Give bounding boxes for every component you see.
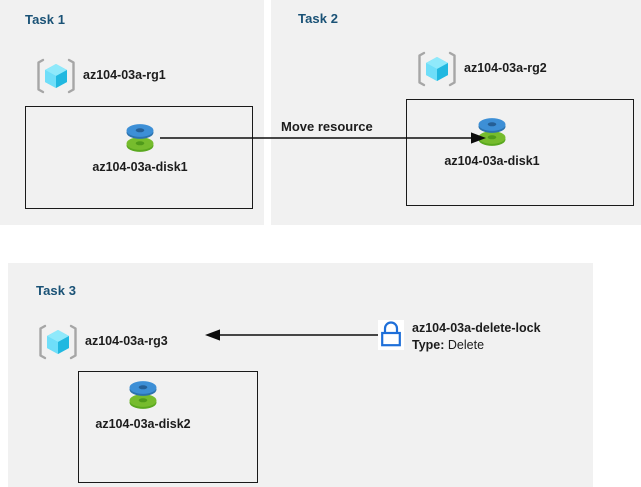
panel-title-task-2: Task 2 (298, 11, 339, 26)
lock-type-key: Type: (412, 337, 445, 352)
disk-label-disk1-task1: az104-03a-disk1 (92, 160, 188, 174)
lock-type-value: Delete (447, 337, 485, 352)
panel-task-1 (0, 0, 264, 225)
arrow-label-move-resource: Move resource (281, 119, 373, 134)
disk-node-disk1-task1: az104-03a-disk1 (80, 116, 200, 174)
resource-box-task-2 (406, 99, 634, 206)
resource-group-cube-icon (36, 57, 76, 95)
panel-task-2: Task 2 az104-03a-rg2 (271, 0, 641, 225)
disk-label-disk1-task2: az104-03a-disk1 (444, 154, 540, 168)
resource-group-node-rg2: az104-03a-rg2 (417, 50, 547, 88)
resource-box-task-1 (25, 106, 253, 209)
arrow-move-resource (160, 132, 486, 144)
disk-node-disk1-task2: az104-03a-disk1 (432, 110, 552, 168)
resource-group-label-rg1: az104-03a-rg1 (83, 68, 166, 83)
resource-box-task-3 (78, 371, 258, 483)
lock-icon (378, 320, 404, 350)
managed-disk-icon (80, 116, 200, 158)
lock-node: az104-03a-delete-lock Type: Delete (378, 320, 541, 354)
panel-task-3: Task 3 az104-03a-rg3 (8, 263, 593, 487)
managed-disk-icon (83, 373, 203, 415)
resource-group-cube-icon (38, 323, 78, 361)
lock-text-block: az104-03a-delete-lock Type: Delete (412, 320, 541, 354)
panel-title-task-3: Task 3 (36, 283, 77, 298)
disk-label-disk2-task3: az104-03a-disk2 (95, 417, 191, 431)
resource-group-node-rg3: az104-03a-rg3 (38, 323, 168, 361)
resource-group-node-rg1: az104-03a-rg1 (36, 57, 166, 95)
lock-name-label: az104-03a-delete-lock (412, 321, 541, 335)
managed-disk-icon (432, 110, 552, 152)
resource-group-label-rg2: az104-03a-rg2 (464, 61, 547, 76)
lock-type-line: Type: Delete (412, 337, 541, 354)
disk-node-disk2-task3: az104-03a-disk2 (83, 373, 203, 431)
resource-group-cube-icon (417, 50, 457, 88)
arrow-apply-lock (205, 329, 380, 341)
resource-group-label-rg3: az104-03a-rg3 (85, 334, 168, 349)
panel-title-task-1: Task 1 (25, 12, 66, 27)
